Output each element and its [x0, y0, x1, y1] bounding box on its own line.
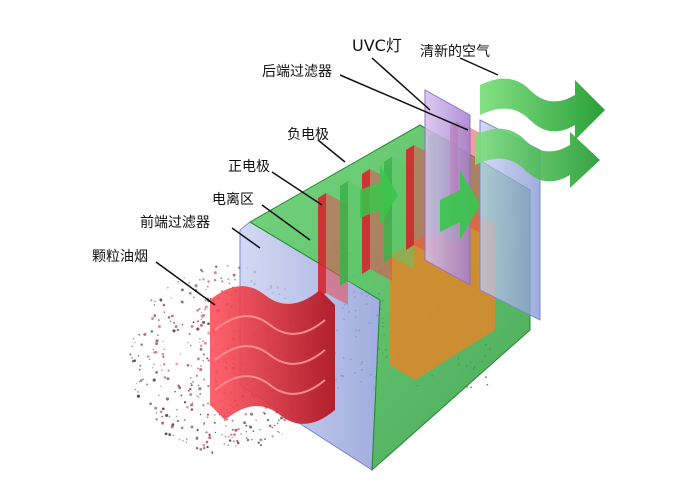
label-clean-air: 清新的空气 [420, 44, 490, 60]
airflow-arrow-icon [360, 78, 605, 240]
electrode-plate [318, 193, 326, 298]
electrode-plate [362, 169, 370, 274]
electrode-plate [340, 181, 348, 286]
label-uvc-lamp: UVC灯 [352, 36, 402, 55]
leader-lines [155, 57, 499, 306]
ionization-plates [210, 286, 335, 424]
label-front-filter: 前端过滤器 [140, 215, 210, 231]
uvc-lamp-panel [424, 89, 471, 286]
label-positive-electrode: 正电极 [228, 159, 270, 175]
label-negative-electrode: 负电极 [287, 127, 329, 143]
label-oil-smoke: 颗粒油烟 [92, 249, 148, 265]
electrode-plate [406, 145, 414, 250]
label-ionization-zone: 电离区 [212, 192, 254, 208]
label-rear-filter: 后端过滤器 [262, 64, 332, 80]
